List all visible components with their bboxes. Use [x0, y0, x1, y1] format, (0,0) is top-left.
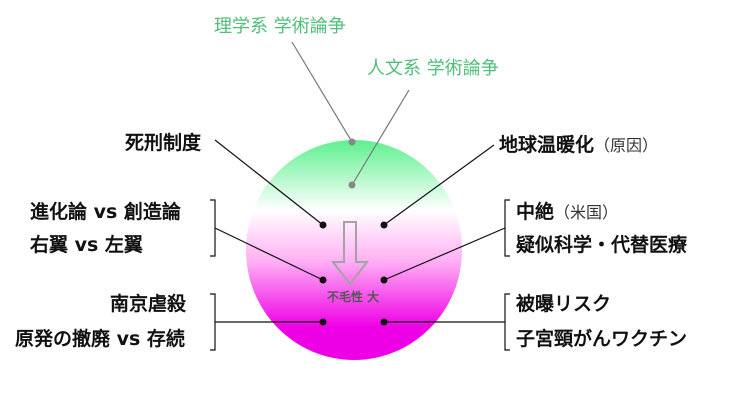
leader-humanities: [351, 89, 410, 186]
label-abortion-note: （米国）: [554, 203, 619, 222]
leader-evo-right: [214, 227, 324, 281]
label-radiation-risk: 被曝リスク: [516, 293, 612, 315]
label-global-warming-text: 地球温暖化: [499, 134, 595, 156]
dot-left-2: [319, 276, 327, 284]
futility-arrow-icon: [330, 221, 370, 286]
dot-humanities: [348, 181, 356, 189]
leader-science: [291, 41, 353, 143]
leader-death-penalty: [214, 139, 324, 226]
label-humanities-debate: 人文系 学術論争: [367, 58, 499, 79]
leader-abortion-pseudo: [383, 227, 506, 281]
left-bracket-upper: [210, 199, 216, 257]
label-science-debate: 理学系 学術論争: [214, 16, 346, 37]
dot-science: [348, 138, 356, 146]
leader-warming: [383, 144, 495, 226]
label-pseudoscience: 疑似科学・代替医療: [516, 234, 688, 256]
label-death-penalty: 死刑制度: [125, 132, 202, 154]
label-abortion-text: 中絶: [516, 201, 555, 223]
dot-left-3: [319, 318, 327, 326]
label-global-warming-note: （原因）: [594, 136, 659, 155]
gradient-oval: [246, 140, 462, 360]
dot-right-3: [380, 318, 388, 326]
label-nanjing: 南京虐殺: [110, 293, 187, 315]
left-bracket-lower: [210, 293, 216, 351]
dot-left-1: [319, 221, 327, 229]
label-futility-large: 不毛性 大: [327, 290, 380, 304]
label-hpv-vaccine: 子宮頸がんワクチン: [516, 328, 688, 350]
right-bracket-upper: [504, 199, 510, 257]
label-nuclear-abolish-vs-keep: 原発の撤廃 vs 存続: [15, 328, 185, 350]
right-bracket-lower: [504, 293, 510, 351]
dot-right-1: [380, 221, 388, 229]
dot-right-2: [380, 276, 388, 284]
label-global-warming: 地球温暖化（原因）: [499, 136, 658, 155]
label-evolution-vs-creationism: 進化論 vs 創造論: [30, 201, 181, 223]
label-abortion: 中絶（米国）: [516, 203, 618, 222]
label-right-vs-left: 右翼 vs 左翼: [30, 234, 143, 256]
